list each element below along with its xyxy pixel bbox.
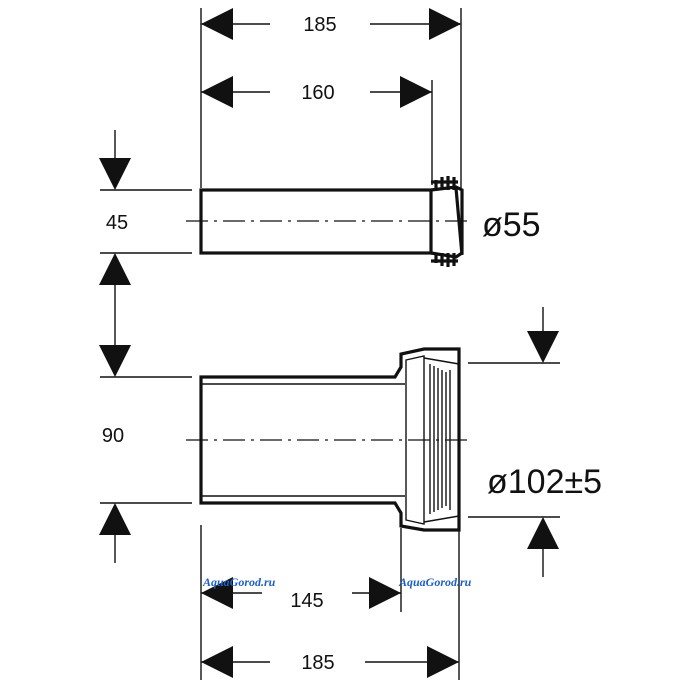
top-diameter-label: ø55 — [482, 206, 541, 244]
dimension-bottom-overall-length: 185 — [201, 646, 459, 678]
top-height-label: 45 — [106, 212, 128, 234]
extension-lines — [100, 8, 560, 680]
watermark-right: AquaGorod.ru — [398, 575, 472, 589]
bottom-pipe-body — [199, 347, 461, 532]
bottom-pipe — [186, 347, 470, 532]
dimension-bottom-height: 90 — [99, 425, 131, 563]
top-pipe — [186, 176, 470, 267]
dimension-bottom-body-length: 145 — [201, 577, 401, 612]
watermark-left: AquaGorod.ru — [202, 575, 276, 589]
top-body-length-label: 160 — [301, 82, 334, 104]
top-overall-length-label: 185 — [303, 14, 336, 36]
bottom-pipe-seal-ribs — [423, 357, 460, 523]
dimension-bottom-diameter: ø102±5 — [487, 307, 602, 577]
dimension-top-body-length: 160 — [201, 76, 432, 108]
dimension-top-overall-length: 185 — [201, 8, 461, 40]
top-pipe-seal-ribs — [431, 176, 458, 267]
bottom-body-length-label: 145 — [290, 590, 323, 612]
dimension-top-height: 45 — [99, 130, 131, 285]
bottom-overall-length-label: 185 — [301, 652, 334, 674]
bottom-diameter-label: ø102±5 — [487, 463, 602, 501]
bottom-height-label: 90 — [102, 425, 124, 447]
dimension-between-pipes — [99, 283, 131, 377]
